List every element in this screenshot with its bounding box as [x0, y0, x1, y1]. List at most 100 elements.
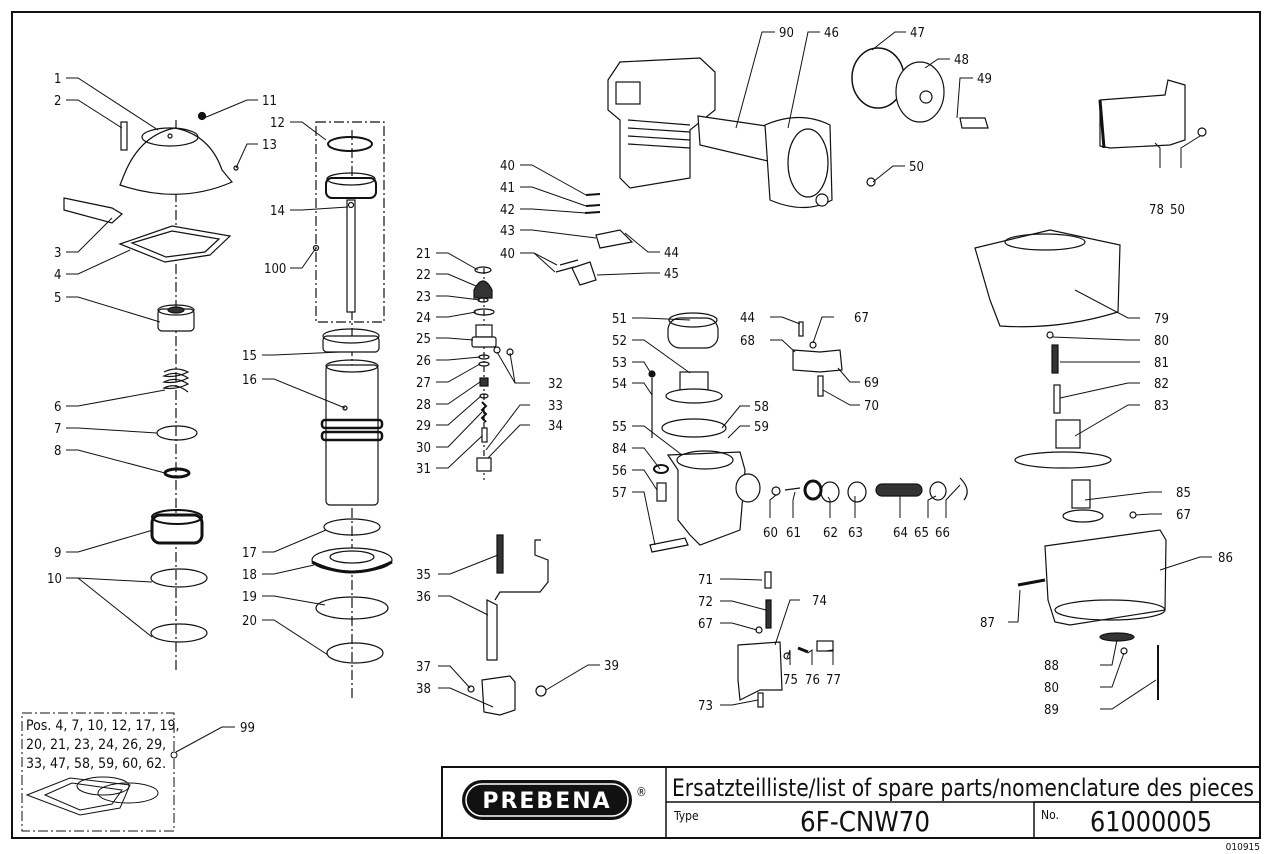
number-label: No. [1041, 808, 1059, 822]
callout-75: 75 [783, 673, 798, 688]
callout-7: 7 [54, 422, 61, 437]
callout-81: 81 [1154, 356, 1169, 371]
callout-77: 77 [826, 673, 841, 688]
brand-name: PREBENA [482, 789, 611, 814]
callout-90: 90 [779, 26, 794, 41]
cap-assembly [63, 111, 239, 670]
callout-29: 29 [416, 419, 431, 434]
registered-mark: ® [636, 785, 647, 799]
callout-10: 10 [47, 572, 62, 587]
callout-13: 13 [262, 138, 277, 153]
callout-60: 60 [763, 526, 778, 541]
callout-39: 39 [604, 659, 619, 674]
callout-labels: 1 2 3 4 5 6 7 8 9 10 11 12 13 14 100 15 … [47, 26, 1233, 718]
callout-6: 6 [54, 400, 61, 415]
callout-73: 73 [698, 699, 713, 714]
callout-54: 54 [612, 377, 627, 392]
callout-56: 56 [612, 464, 627, 479]
callout-69: 69 [864, 376, 879, 391]
callout-40a: 40 [500, 159, 515, 174]
callout-42: 42 [500, 203, 515, 218]
callout-44a: 44 [664, 246, 679, 261]
callout-14: 14 [270, 204, 285, 219]
callout-18: 18 [242, 568, 257, 583]
callout-36: 36 [416, 590, 431, 605]
callout-76: 76 [805, 673, 820, 688]
callout-17: 17 [242, 546, 257, 561]
callout-79: 79 [1154, 312, 1169, 327]
leader-lines [66, 31, 1212, 753]
callout-27: 27 [416, 376, 431, 391]
revision-code: 010915 [1226, 842, 1260, 853]
callout-67b: 67 [698, 617, 713, 632]
callout-26: 26 [416, 354, 431, 369]
document-number: 61000005 [1090, 805, 1212, 838]
callout-51: 51 [612, 312, 627, 327]
callout-30: 30 [416, 441, 431, 456]
callout-23: 23 [416, 290, 431, 305]
callout-11: 11 [262, 94, 277, 109]
callout-41: 41 [500, 181, 515, 196]
callout-4: 4 [54, 268, 61, 283]
callout-12: 12 [270, 116, 285, 131]
callout-40b: 40 [500, 247, 515, 262]
callout-5: 5 [54, 291, 61, 306]
callout-33: 33 [548, 399, 563, 414]
callout-52: 52 [612, 334, 627, 349]
kit-line-1: Pos. 4, 7, 10, 12, 17, 19, [26, 718, 179, 734]
callout-59: 59 [754, 420, 769, 435]
cylinder-assembly [311, 121, 393, 700]
callout-46: 46 [824, 26, 839, 41]
callout-72: 72 [698, 595, 713, 610]
callout-9: 9 [54, 546, 61, 561]
callout-2: 2 [54, 94, 61, 109]
title-block: PREBENA ® Ersatzteilliste/list of spare … [441, 766, 1261, 839]
seal-kit-box: Pos. 4, 7, 10, 12, 17, 19, 20, 21, 23, 2… [21, 712, 255, 832]
callout-47: 47 [910, 26, 925, 41]
callout-84: 84 [612, 442, 627, 457]
housing-assembly [555, 47, 989, 286]
callout-15: 15 [242, 349, 257, 364]
kit-line-3: 33, 47, 58, 59, 60, 62. [26, 756, 166, 772]
callout-25: 25 [416, 332, 431, 347]
valve-assembly [471, 266, 514, 480]
callout-100: 100 [264, 262, 286, 277]
adjuster-assembly [737, 571, 834, 708]
callout-44b: 44 [740, 311, 755, 326]
callout-88: 88 [1044, 659, 1059, 674]
callout-43: 43 [500, 224, 515, 239]
latch-assembly [792, 321, 843, 397]
callout-55: 55 [612, 420, 627, 435]
callout-38: 38 [416, 682, 431, 697]
callout-19: 19 [242, 590, 257, 605]
callout-89: 89 [1044, 703, 1059, 718]
callout-34: 34 [548, 419, 563, 434]
callout-22: 22 [416, 268, 431, 283]
callout-85: 85 [1176, 486, 1191, 501]
callout-61: 61 [786, 526, 801, 541]
document-title: Ersatzteilliste/list of spare parts/nome… [672, 774, 1254, 802]
callout-28: 28 [416, 398, 431, 413]
callout-64: 64 [893, 526, 908, 541]
callout-78: 78 [1149, 203, 1164, 218]
callout-71: 71 [698, 573, 713, 588]
callout-45: 45 [664, 267, 679, 282]
callout-70: 70 [864, 399, 879, 414]
callout-68: 68 [740, 334, 755, 349]
callout-24: 24 [416, 311, 431, 326]
callout-67a: 67 [854, 311, 869, 326]
callout-49: 49 [977, 72, 992, 87]
callout-53: 53 [612, 356, 627, 371]
type-value: 6F-CNW70 [800, 805, 930, 838]
callout-86: 86 [1218, 551, 1233, 566]
callout-65: 65 [914, 526, 929, 541]
callout-58: 58 [754, 400, 769, 415]
callout-21: 21 [416, 247, 431, 262]
magazine-assembly [974, 79, 1207, 700]
type-label: Type [673, 809, 699, 823]
callout-99: 99 [240, 721, 255, 736]
callout-50b: 50 [1170, 203, 1185, 218]
callout-80a: 80 [1154, 334, 1169, 349]
callout-74: 74 [812, 594, 827, 609]
